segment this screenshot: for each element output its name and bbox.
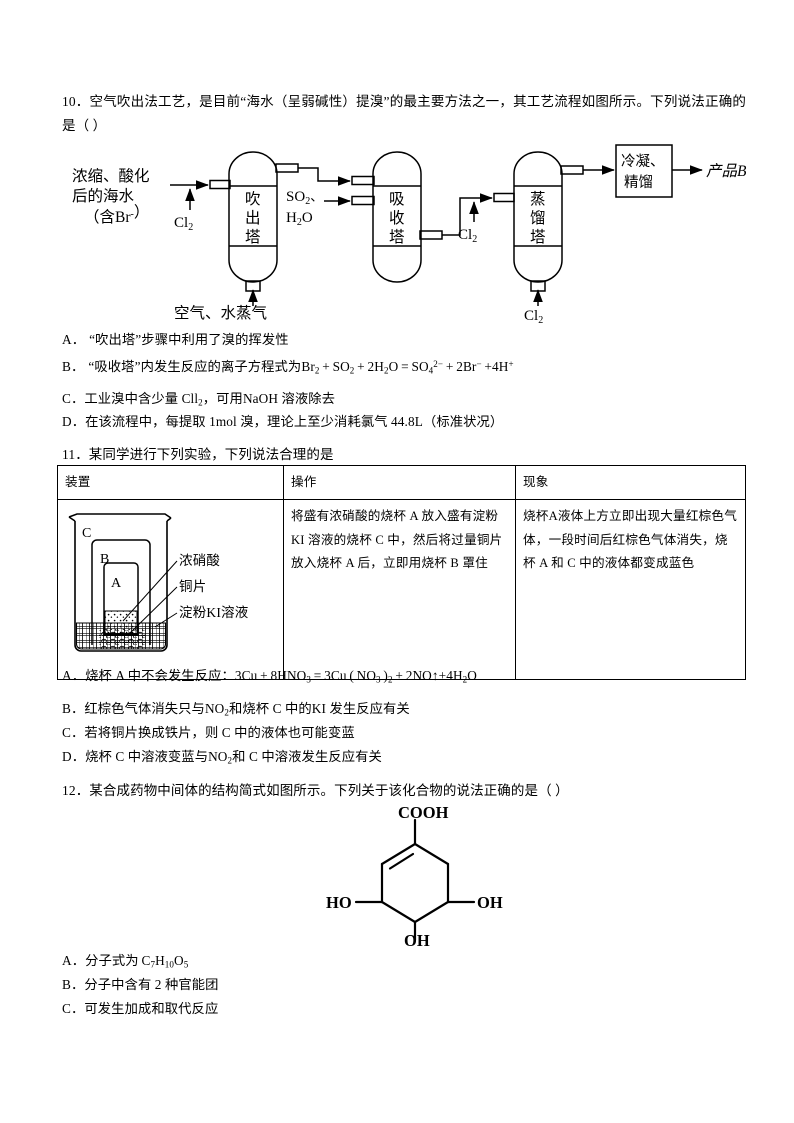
q11-opt-c-text: 若将铜片换成铁片，则 C 中的液体也可能变蓝	[84, 725, 355, 740]
label-conc-nitric-acid: 浓硝酸	[179, 553, 220, 568]
q10-opt-b-text: “吸收塔”内发生反应的离子方程式为	[88, 359, 302, 374]
q12-opt-a-text: 分子式为	[85, 953, 139, 968]
flow-tower2-char3: 塔	[389, 228, 405, 246]
label-copper-sheet: 铜片	[179, 579, 206, 594]
q12-opt-a-label: A．	[62, 953, 86, 968]
question-11-option-d: D．烧杯 C 中溶液变蓝与NO2和 C 中溶液发生反应有关	[62, 746, 746, 768]
question-12-option-a: A．分子式为 C7H10O5	[62, 950, 746, 972]
q11-opt-d-label: D．	[62, 749, 86, 764]
question-10-option-a: A．“吹出塔”步骤中利用了溴的挥发性	[62, 329, 746, 350]
q10-opt-c-text-1: 工业溴中含少量 Cl	[84, 391, 195, 406]
question-10-stem: 10．空气吹出法工艺，是目前“海水（呈弱碱性）提溴”的最主要方法之一，其工艺流程…	[62, 94, 746, 133]
phenomenon-cell: 烧杯A液体上方立即出现大量红棕色气体，一段时间后红棕色气体消失，烧杯 A 和 C…	[515, 499, 746, 680]
structure-label-cooh: COOH	[398, 806, 449, 822]
q10-opt-c-label: C．	[62, 391, 85, 406]
q11-opt-c-label: C．	[62, 725, 85, 740]
q12-opt-c-text: 可发生加成和取代反应	[84, 1001, 219, 1016]
flow-bottom-air-label: 空气、水蒸气	[174, 304, 267, 322]
experiment-table: 装置 操作 现象	[57, 464, 746, 680]
q11-opt-b-no2-sub: 2	[224, 707, 229, 718]
q10-opt-a-text: “吹出塔”步骤中利用了溴的挥发性	[89, 332, 289, 347]
question-11-option-a: A．烧杯 A 中不会发生反应：3Cu + 8HNO3 = 3Cu ( NO3 )…	[62, 665, 746, 687]
apparatus-figure-cell: C B A 浓硝酸 铜片 淀粉KI溶液	[57, 499, 284, 680]
q10-opt-d-text: 在该流程中，每提取 1mol 溴，理论上至少消耗氯气 44.8L（标准状况）	[85, 414, 504, 429]
flow-tower1-char3: 塔	[245, 228, 261, 246]
question-12-option-c: C．可发生加成和取代反应	[62, 998, 746, 1019]
question-12-option-b: B．分子中含有 2 种官能团	[62, 974, 746, 995]
question-12-stem-block: 12．某合成药物中间体的结构简式如图所示。下列关于该化合物的说法正确的是（ ）	[62, 779, 746, 803]
q11-opt-a-label: A．	[62, 668, 86, 683]
bromine-extraction-flow-diagram: 浓缩、酸化 后的海水 （含Br-） Cl2 吹 出 塔 SO2、 H2O 吸 收…	[62, 138, 746, 323]
table-row: C B A 浓硝酸 铜片 淀粉KI溶液	[57, 499, 746, 680]
table-header-row: 装置 操作 现象	[57, 464, 746, 501]
nested-beakers-diagram: C B A 浓硝酸 铜片 淀粉KI溶液	[68, 513, 249, 653]
q12-opt-b-label: B．	[62, 977, 85, 992]
q12-opt-c-label: C．	[62, 1001, 85, 1016]
flow-tower2-char1: 吸	[389, 191, 405, 208]
flow-condenser-line2: 精馏	[624, 174, 653, 191]
structure-label-ho-left: HO	[326, 893, 352, 912]
question-10-option-c: C．工业溴中含少量 Cll2，可用NaOH 溶液除去	[62, 388, 746, 410]
structure-label-oh-right: OH	[477, 893, 503, 912]
question-11-stem: 11．某同学进行下列实验，下列说法合理的是	[62, 447, 334, 462]
flow-h2o-label: H2O	[286, 210, 313, 228]
flow-input-line3: （含Br-）	[84, 204, 149, 226]
flow-input-line2: 后的海水	[72, 187, 135, 205]
q12-opt-b-text: 分子中含有 2 种官能团	[84, 977, 219, 992]
organic-structure-figure: COOH HO OH OH	[300, 803, 530, 950]
beaker-a-label: A	[111, 576, 122, 591]
q10-opt-a-label: A．	[62, 332, 86, 347]
flow-cl2-inlet-label: Cl2	[174, 215, 193, 233]
flow-tower3-char2: 馏	[530, 209, 546, 227]
q11-opt-b-label: B．	[62, 701, 85, 716]
q10-opt-c-cl2: l2	[194, 391, 203, 408]
operation-cell: 将盛有浓硝酸的烧杯 A 放入盛有淀粉 KI 溶液的烧杯 C 中，然后将过量铜片放…	[283, 499, 516, 680]
label-starch-ki-solution: 淀粉KI溶液	[179, 605, 249, 620]
beaker-c-label: C	[82, 526, 92, 541]
beaker-b-label: B	[100, 552, 110, 567]
flow-cl2-mid-label: Cl2	[458, 227, 477, 245]
question-12-stem: 12．某合成药物中间体的结构简式如图所示。下列关于该化合物的说法正确的是（ ）	[62, 783, 569, 798]
flow-condenser-line1: 冷凝、	[621, 153, 665, 170]
flow-input-line1: 浓缩、酸化	[72, 167, 150, 185]
q11-opt-b-text-2: 和烧杯 C 中的KI 发生反应有关	[228, 701, 410, 716]
flow-tower1-char2: 出	[245, 209, 261, 227]
structure-label-oh-bottom: OH	[404, 931, 430, 946]
q10-opt-b-equation: Br2 + SO2 + 2H2O = SO42− + 2Br− +4H+	[301, 358, 514, 376]
table-header-apparatus: 装置	[57, 464, 284, 501]
flow-tower2-char2: 收	[389, 209, 405, 227]
question-10-option-b: B．“吸收塔”内发生反应的离子方程式为Br2 + SO2 + 2H2O = SO…	[62, 356, 746, 378]
q10-opt-d-label: D．	[62, 414, 86, 429]
table-header-operation: 操作	[283, 464, 516, 501]
q12-opt-a-formula: C7H10O5	[141, 953, 189, 970]
flow-tower3-char3: 塔	[530, 228, 546, 246]
flow-so2-label: SO2、	[286, 189, 323, 207]
question-11-option-c: C．若将铜片换成铁片，则 C 中的液体也可能变蓝	[62, 722, 746, 743]
question-10-stem-block: 10．空气吹出法工艺，是目前“海水（呈弱碱性）提溴”的最主要方法之一，其工艺流程…	[62, 90, 746, 137]
q11-opt-d-no2-sub: 2	[227, 755, 233, 766]
q11-opt-a-equation: 3Cu + 8HNO3 = 3Cu ( NO3 )2 + 2NO↑+4H2O	[234, 668, 477, 685]
question-11-option-b: B．红棕色气体消失只与NO2和烧杯 C 中的KI 发生反应有关	[62, 698, 746, 720]
flow-tower1-char1: 吹	[245, 190, 261, 208]
flow-cl2-bottom-label: Cl2	[524, 308, 543, 323]
question-10-option-d: D．在该流程中，每提取 1mol 溴，理论上至少消耗氯气 44.8L（标准状况）	[62, 411, 746, 432]
q11-opt-a-text: 烧杯 A 中不会发生反应：	[85, 668, 235, 683]
question-11-stem-block: 11．某同学进行下列实验，下列说法合理的是	[62, 443, 746, 467]
q11-opt-b-text-1: 红棕色气体消失只与NO	[84, 701, 225, 716]
flow-product-label: 产品Br2	[706, 162, 746, 183]
flow-tower3-char1: 蒸	[530, 190, 546, 208]
q10-opt-c-text-2: ，可用NaOH 溶液除去	[202, 391, 336, 406]
q11-opt-d-text-1: 烧杯 C 中溶液变蓝与NO	[85, 749, 228, 764]
q10-opt-b-label: B．	[62, 359, 85, 374]
q11-opt-d-text-2: 和 C 中溶液发生反应有关	[232, 749, 382, 764]
table-header-phenomenon: 现象	[515, 464, 746, 501]
